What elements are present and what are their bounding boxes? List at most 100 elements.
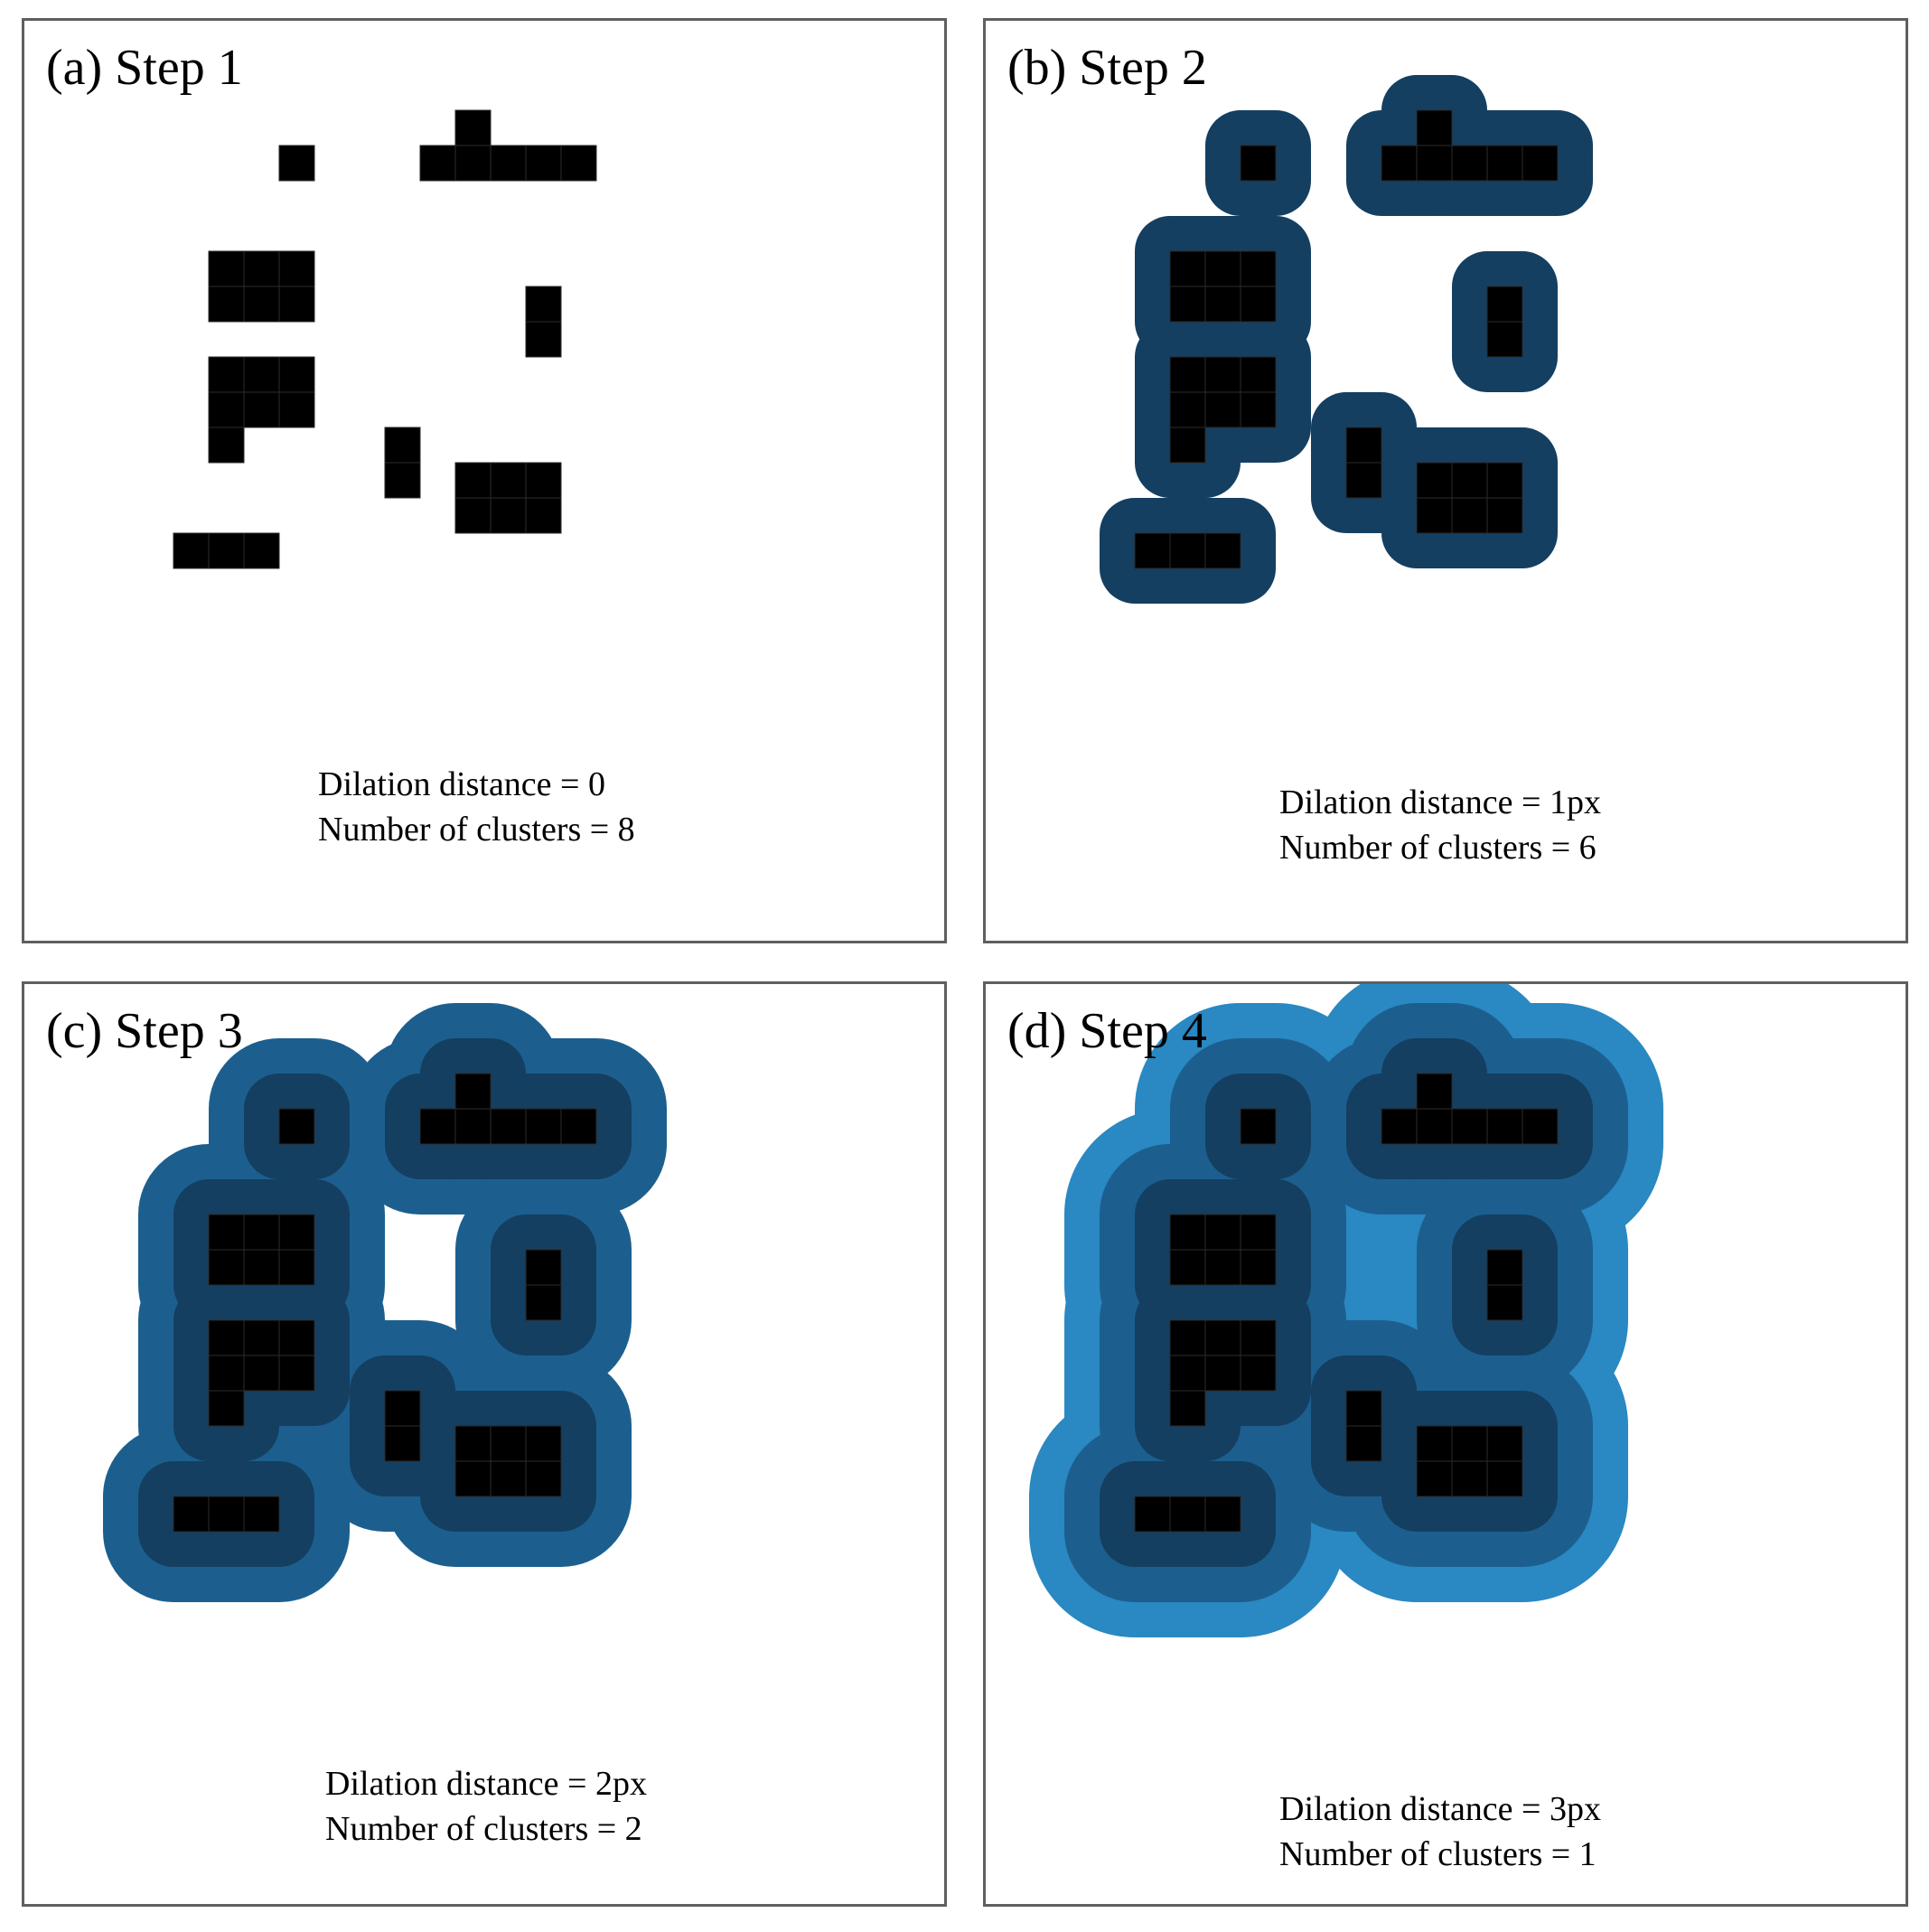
building-cell [1134,1496,1171,1533]
building-cell [1451,1108,1488,1145]
building-cell [243,356,280,393]
building-cell [419,1108,456,1145]
building-cell [278,286,315,323]
building-cell [454,497,492,534]
building-cell [1416,1460,1453,1497]
building-cell [1451,1425,1488,1462]
building-cell [1451,1460,1488,1497]
building-cell [1204,1355,1241,1392]
building-cell [1416,109,1453,146]
cluster-count-label: Number of clusters = 8 [318,811,635,849]
building-cell [278,1214,315,1251]
building-cell [1345,1425,1382,1462]
dilation-distance-label: Dilation distance = 2px [325,1765,647,1803]
building-cell [1169,532,1206,569]
building-cell [1240,1249,1277,1286]
building-cell [384,1425,421,1462]
building-cell [243,1249,280,1286]
building-cell [1240,391,1277,428]
dilation-distance-label: Dilation distance = 1px [1279,783,1601,821]
dilation-distance-label: Dilation distance = 3px [1279,1790,1601,1828]
cluster-count-label: Number of clusters = 1 [1279,1835,1597,1873]
building-cell [1381,1108,1418,1145]
raster-grid [1029,984,1663,1637]
building-cell [243,1214,280,1251]
building-cell [1169,1355,1206,1392]
building-cell [1169,1214,1206,1251]
building-cell [454,462,492,499]
building-cell [1169,1390,1206,1427]
building-cell [1204,1214,1241,1251]
building-cell [525,1284,562,1321]
caption: Dilation distance = 0 Number of clusters… [318,762,770,852]
panel-step-3: (c) Step 3 Dilation distance = 2px Numbe… [22,981,947,1907]
building-cell [1345,462,1382,499]
building-cell [243,532,280,569]
building-cell [1134,532,1171,569]
building-cell [208,1319,245,1356]
building-cell [1416,497,1453,534]
building-cell [1486,462,1523,499]
building-cell [1169,427,1206,464]
building-cell [384,427,421,464]
building-cell [1416,462,1453,499]
building-cell [1486,1460,1523,1497]
building-cell [1169,391,1206,428]
building-cell [243,1319,280,1356]
building-cell [560,145,597,182]
building-cell [278,145,315,182]
building-cell [525,1249,562,1286]
building-cell [208,391,245,428]
building-cell [208,1355,245,1392]
building-cell [1204,286,1241,323]
building-cell [1240,145,1277,182]
building-cell [1486,497,1523,534]
caption: Dilation distance = 2px Number of cluste… [325,1761,777,1852]
building-cell [1240,1108,1277,1145]
building-cell [454,145,492,182]
building-cell [1204,1319,1241,1356]
building-cell [1169,1249,1206,1286]
building-cell [1416,1108,1453,1145]
building-cell [1451,145,1488,182]
building-cell [454,1425,492,1462]
building-cell [1240,356,1277,393]
building-cell [1486,286,1523,323]
caption: Dilation distance = 3px Number of cluste… [1279,1787,1731,1877]
building-cell [1169,286,1206,323]
raster-grid [173,109,597,569]
building-cell [1486,1108,1523,1145]
building-cell [1169,250,1206,287]
building-cell [525,462,562,499]
building-cell [525,1108,562,1145]
caption: Dilation distance = 1px Number of cluste… [1279,780,1731,870]
building-cell [525,145,562,182]
building-cell [1240,1214,1277,1251]
panel-title: (c) Step 3 [46,1003,243,1059]
panel-title: (a) Step 1 [46,40,243,96]
building-cell [454,1073,492,1110]
building-cell [454,1108,492,1145]
building-cell [208,1214,245,1251]
raster-grid [103,1003,667,1602]
cluster-count-label: Number of clusters = 6 [1279,829,1597,867]
building-cell [490,497,527,534]
building-cell [419,145,456,182]
building-cell [490,462,527,499]
building-cell [278,1249,315,1286]
building-cell [208,286,245,323]
building-cell [454,1460,492,1497]
building-cell [525,321,562,358]
building-cell [243,1355,280,1392]
building-cell [1240,286,1277,323]
panel-step-2: (b) Step 2 Dilation distance = 1px Numbe… [983,18,1908,943]
building-cell [454,109,492,146]
building-cell [208,1390,245,1427]
building-cell [243,1496,280,1533]
building-cell [208,532,245,569]
building-cell [208,427,245,464]
building-cell [525,497,562,534]
panel-title: (b) Step 2 [1007,40,1207,96]
building-cell [278,1108,315,1145]
building-cell [560,1108,597,1145]
